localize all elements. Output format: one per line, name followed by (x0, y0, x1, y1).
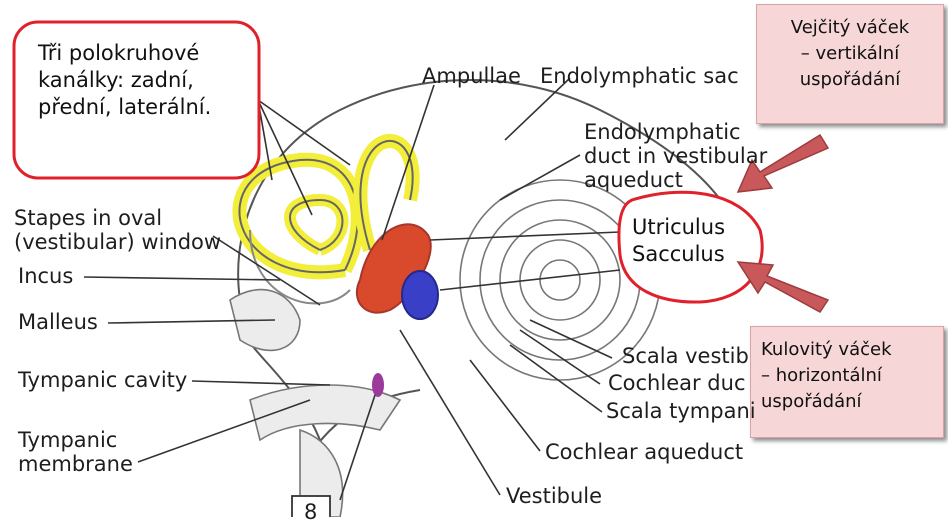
callout-utricle-sacculus: Utriculus Sacculus (632, 214, 725, 268)
note-utriculus: Vejčitý váček – vertikální uspořádání (756, 4, 944, 124)
label-tympanic-cavity: Tympanic cavity (18, 368, 187, 392)
label-cochlear-aqueduct: Cochlear aqueduct (545, 440, 743, 464)
label-endolymphatic-sac: Endolymphatic sac (540, 64, 739, 88)
label-stapes: Stapes in oval (vestibular) window (14, 206, 221, 254)
label-scala-vestibuli: Scala vestib (622, 344, 749, 368)
label-endolymphatic-duct: Endolymphatic duct in vestibular aqueduc… (584, 120, 767, 192)
middle-ear (230, 290, 400, 517)
note-sacculus: Kulovitý váček – horizontální uspořádání (750, 326, 944, 438)
label-tympanic-membrane: Tympanic membrane (18, 428, 133, 476)
label-cochlear-duct: Cochlear duc (608, 371, 745, 395)
label-incus: Incus (18, 264, 73, 288)
callout-canals: Tři polokruhové kanálky: zadní, přední, … (38, 40, 211, 121)
figure-number: 8 (304, 500, 317, 524)
label-malleus: Malleus (18, 310, 98, 334)
label-scala-tympani: Scala tympani (606, 399, 756, 423)
label-ampullae: Ampullae (422, 64, 521, 88)
label-vestibule: Vestibule (506, 484, 602, 508)
white-cover (770, 212, 778, 254)
